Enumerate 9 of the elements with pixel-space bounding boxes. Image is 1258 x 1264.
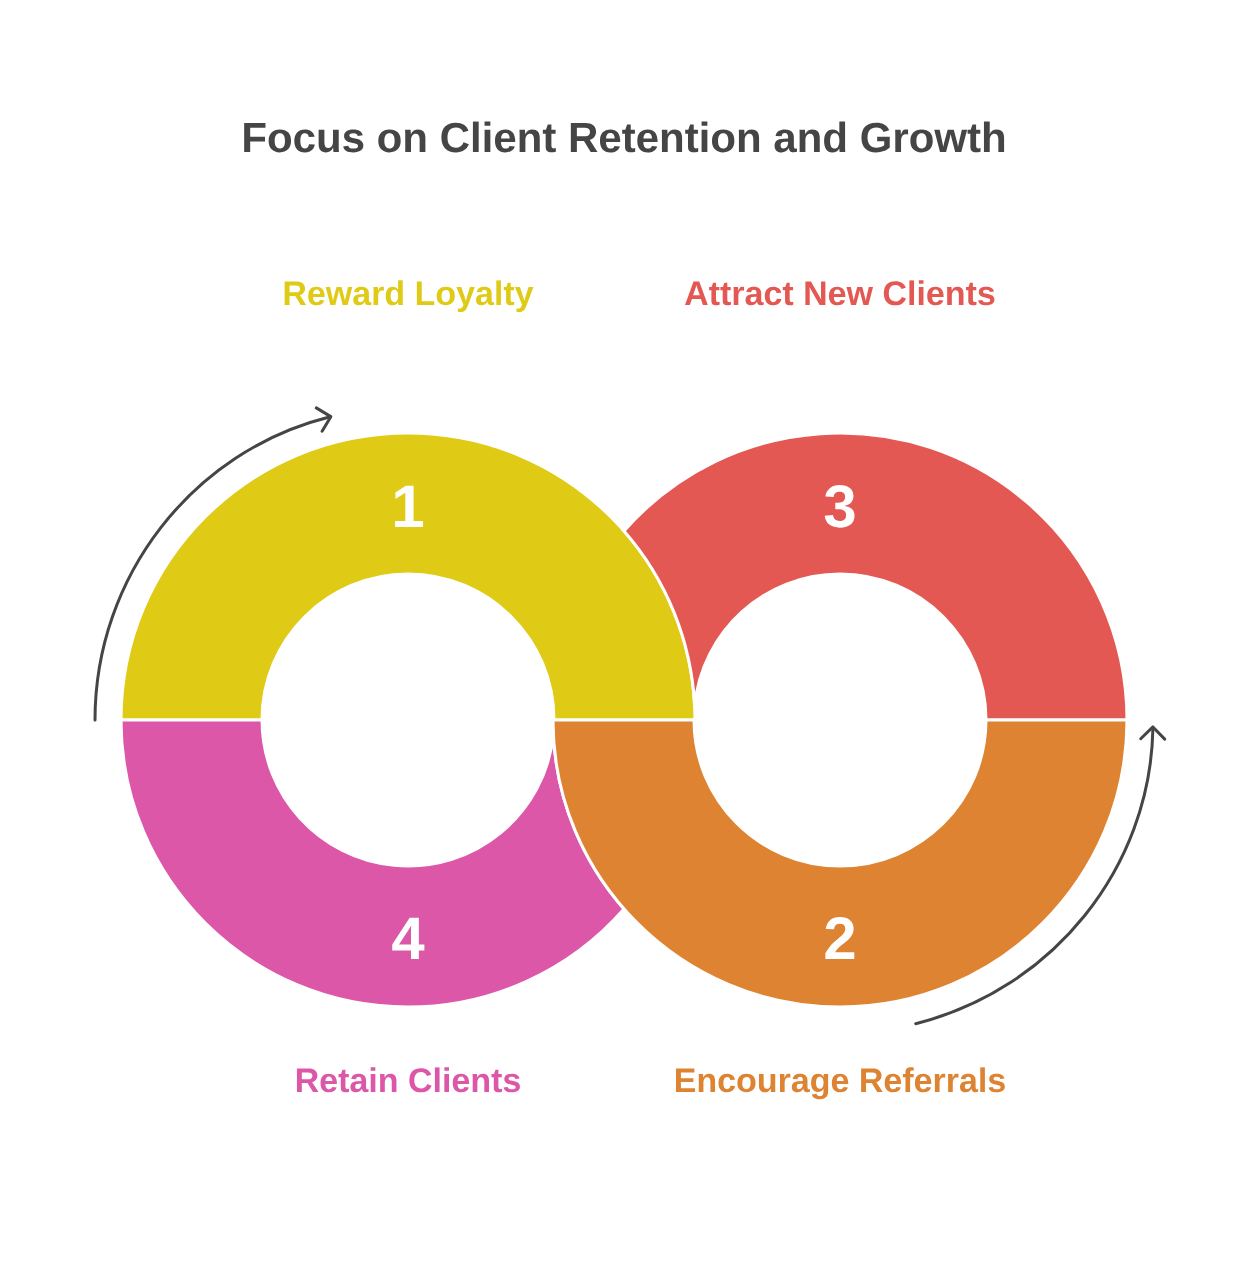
ring-segment: 3 [622, 432, 1129, 722]
ring-segment: 4 [119, 718, 626, 1009]
segment-label: Encourage Referrals [676, 1067, 1005, 1100]
segment-label: Retain Clients [296, 1067, 520, 1093]
segment-label: Attract New Clients [685, 280, 995, 306]
segment-label: Reward Loyalty [284, 280, 534, 313]
title: Focus on Client Retention and Growth [244, 121, 1005, 153]
ring-segment: 1 [119, 431, 697, 722]
ring-segment: 2 [551, 718, 1129, 1009]
